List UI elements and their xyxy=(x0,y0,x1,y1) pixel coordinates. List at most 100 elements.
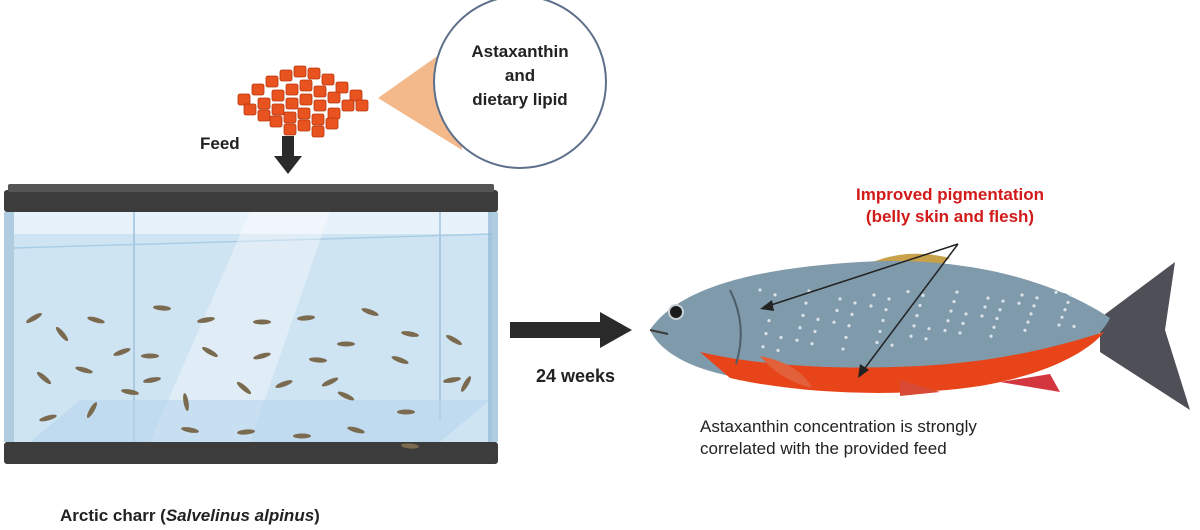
pellet xyxy=(251,83,265,96)
pellet xyxy=(285,83,299,96)
small-fish-icon xyxy=(461,376,471,392)
pellet xyxy=(283,123,297,136)
fish-spot xyxy=(810,342,814,346)
fish-spot xyxy=(890,343,894,347)
fish-spot xyxy=(1063,308,1067,312)
fish-spot xyxy=(995,316,999,321)
pellet xyxy=(299,93,313,106)
fish-pelvic-fin xyxy=(900,380,940,396)
fish-spot xyxy=(946,319,950,323)
fish-spot xyxy=(869,304,873,308)
fish-spot xyxy=(801,313,805,317)
fish-spot xyxy=(841,347,845,351)
fish-spot xyxy=(958,331,962,335)
fish-spot xyxy=(767,319,771,323)
pellet xyxy=(265,75,279,88)
bubble-line: and xyxy=(504,66,536,85)
pellet xyxy=(313,85,327,98)
small-fish-icon xyxy=(183,393,189,411)
fish-spot xyxy=(844,335,848,339)
pellet xyxy=(283,111,297,124)
fish-spot xyxy=(832,320,836,324)
concentration-line: Astaxanthin concentration is strongly xyxy=(700,417,977,436)
pellet xyxy=(243,103,257,116)
fish-spot xyxy=(912,324,916,328)
bubble-text: Astaxanthin and dietary lipid xyxy=(430,40,610,112)
glass-reflection xyxy=(150,212,330,442)
tank-bottom-frame xyxy=(4,442,498,464)
fish-spot xyxy=(998,308,1002,312)
pellet xyxy=(311,125,325,138)
pellet xyxy=(271,89,285,102)
species-label: Arctic charr (Salvelinus alpinus) xyxy=(60,506,320,526)
fish-spot xyxy=(1066,300,1070,304)
pellet xyxy=(271,103,285,116)
pellet xyxy=(237,93,251,106)
small-fish-icon xyxy=(87,316,105,324)
pellet xyxy=(257,109,271,122)
small-fish-icon xyxy=(293,433,311,439)
small-fish-icon xyxy=(87,402,97,418)
small-fish-icon xyxy=(36,371,52,385)
fish-spot xyxy=(761,345,765,349)
small-fish-icon xyxy=(361,308,379,316)
fish-spot xyxy=(1029,312,1033,316)
fish-spot xyxy=(927,327,931,331)
small-fish-icon xyxy=(197,317,215,323)
bubble-line: dietary lipid xyxy=(472,90,568,109)
pellet xyxy=(257,97,271,110)
fish-spot xyxy=(813,329,817,334)
small-fish-icon xyxy=(39,414,57,422)
pellet xyxy=(341,99,355,112)
duration-label: 24 weeks xyxy=(536,366,616,386)
small-fish-icon xyxy=(237,429,255,435)
small-fish-icon xyxy=(141,353,159,359)
pellet xyxy=(297,107,311,120)
small-fish-icon xyxy=(321,377,339,387)
feed-down-arrow-icon xyxy=(274,136,302,174)
fish-spot xyxy=(804,301,808,305)
pellet xyxy=(313,99,327,112)
pellet xyxy=(297,119,311,132)
small-fish-icon xyxy=(337,391,355,401)
pellet xyxy=(285,97,299,110)
small-fish-icon xyxy=(347,426,365,434)
fish-spot xyxy=(980,314,984,318)
small-fish-icon xyxy=(55,326,69,342)
pellet xyxy=(269,115,283,128)
fish-spot xyxy=(847,324,851,328)
fish-spot xyxy=(1001,299,1005,303)
pellet xyxy=(355,99,369,112)
small-fish-icon xyxy=(309,357,327,363)
species-prefix: Arctic charr ( xyxy=(60,506,166,525)
aquarium-tank xyxy=(4,184,498,464)
time-right-arrow-icon xyxy=(510,312,632,348)
bubble-line: Astaxanthin xyxy=(471,42,569,61)
fish-spot xyxy=(906,289,910,294)
fish-spot xyxy=(1057,323,1061,327)
fish-spot xyxy=(915,313,919,318)
fish-spot xyxy=(798,326,802,330)
fish-spot xyxy=(964,312,968,316)
fish-spot xyxy=(1054,290,1058,294)
small-fish-icon xyxy=(26,313,42,323)
concentration-note: Astaxanthin concentration is strongly co… xyxy=(700,416,977,460)
small-fish-icon xyxy=(401,331,419,337)
fish-spot xyxy=(881,318,885,323)
small-fish-icon xyxy=(113,348,131,356)
fish-spot xyxy=(986,296,990,300)
fish-spot xyxy=(921,293,925,297)
small-fish-icon xyxy=(397,409,415,415)
small-fish-icon xyxy=(446,335,462,345)
fish-spot xyxy=(779,335,783,340)
small-fish-icon xyxy=(253,319,271,325)
fish-spot xyxy=(884,308,888,312)
fish-mouth xyxy=(649,329,669,335)
fish-spot xyxy=(943,328,947,333)
pellet xyxy=(293,65,307,78)
feed-label: Feed xyxy=(200,134,240,153)
small-fish-icon xyxy=(391,356,409,364)
fish-spot xyxy=(835,308,839,313)
fish-spot xyxy=(983,305,987,309)
small-fish-icon xyxy=(401,443,419,449)
